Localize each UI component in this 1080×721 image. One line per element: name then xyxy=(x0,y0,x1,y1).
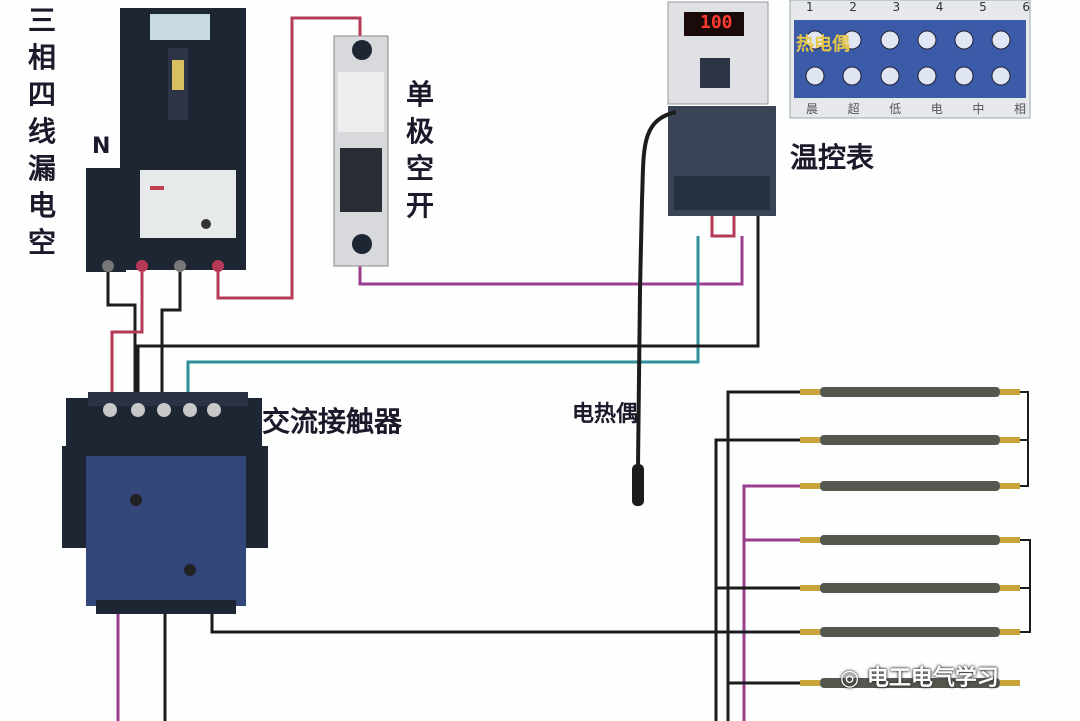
terminal-bottom-labels: 晨 超 低 电 中 相 xyxy=(806,102,1026,116)
heater-element xyxy=(800,435,1020,445)
leakage-breaker-device xyxy=(86,8,246,272)
heater-element xyxy=(800,583,1020,593)
single-pole-breaker-label: 单 极 空 开 xyxy=(405,78,434,222)
contactor-device xyxy=(62,392,268,614)
wire-controller-loop xyxy=(710,216,736,238)
wire-purple-single-to-controller xyxy=(358,236,744,286)
wechat-icon: ◎ xyxy=(840,666,860,691)
thermocouple-probe xyxy=(632,110,677,506)
terminal-panel xyxy=(789,0,1031,119)
wire-red-l2 xyxy=(110,272,144,400)
temp-controller-device xyxy=(667,1,776,216)
wire-black-l3 xyxy=(160,272,182,400)
wire-heater-bus-black2 xyxy=(714,438,800,721)
wire-teal-n xyxy=(186,236,700,400)
thermocouple-label: 电热偶 xyxy=(572,402,639,427)
controller-display: 100 xyxy=(700,12,733,33)
heater-element xyxy=(800,387,1020,397)
terminal-panel-label: 热电偶 xyxy=(796,34,850,55)
contactor-label: 交流接触器 xyxy=(262,405,403,438)
wire-out-3 xyxy=(210,612,790,634)
leakage-breaker-label: 三 相 四 线 漏 电 空 xyxy=(27,4,56,259)
heater-element xyxy=(800,481,1020,491)
wire-black-control xyxy=(136,216,760,400)
heater-element xyxy=(800,535,1020,545)
heater-element xyxy=(800,678,1020,688)
wire-heater-bus-purple xyxy=(742,484,800,721)
terminal-numbers: 1 2 3 4 5 6 xyxy=(806,0,1030,14)
wire-right-jumper-2 xyxy=(1020,539,1031,633)
neutral-label: N xyxy=(92,134,111,159)
temp-controller-label: 温控表 xyxy=(790,141,875,174)
watermark: ◎ 电工电气学习 xyxy=(840,666,999,691)
wire-black-l1 xyxy=(106,272,137,400)
heater-element xyxy=(800,627,1020,637)
wire-red-breaker-to-single xyxy=(216,16,362,300)
wire-heater-bus-black xyxy=(726,390,800,721)
single-pole-breaker-device xyxy=(333,35,389,267)
